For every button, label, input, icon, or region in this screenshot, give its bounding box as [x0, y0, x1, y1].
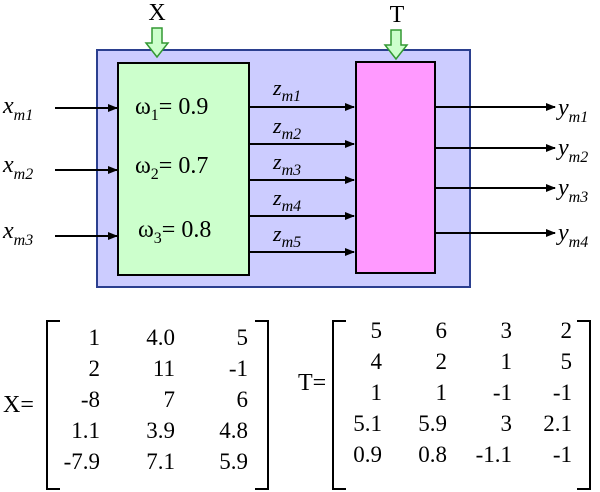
matrix-t-cell: 0.8 [418, 442, 447, 467]
intermediate-label-zm4: zm4 [272, 185, 301, 215]
matrix-t-cell: 5 [560, 349, 573, 374]
matrix-t-cell: 1 [500, 349, 513, 374]
matrix-t-cell: 4 [370, 349, 383, 374]
output-label-ym2: ym2 [556, 135, 588, 166]
matrix-x-cell: 1.1 [71, 418, 100, 443]
matrix-x-cell: 11 [152, 356, 175, 381]
input-label-xm1: xm1 [2, 93, 33, 124]
top-input-t-label: T [390, 2, 405, 28]
matrix-t-cell: 5.1 [353, 411, 382, 436]
matrix-x-cell: -8 [80, 387, 100, 412]
matrix-t-cell: 5.9 [418, 411, 447, 436]
matrix-t-cell: 3 [500, 411, 513, 436]
down-arrow-t-icon [383, 29, 409, 61]
weight-label-3: ω3= 0.8 [138, 217, 211, 247]
matrix-t-cell: 1 [435, 380, 448, 405]
matrix-x-cell: -7.9 [63, 449, 100, 474]
matrix-x-cell: 5.9 [219, 449, 248, 474]
network-diagram: X T xm1 xm2 xm3 ω1= 0.9 ω2= 0.7 ω3= 0.8 … [2, 0, 588, 288]
matrix-t-left-bracket [332, 320, 346, 490]
matrix-t-cell: 2 [560, 318, 573, 343]
matrix-x-grid: 1 4.0 5 2 11 -1 -8 7 6 1.1 3.9 4.8 -7.9 7.1 5.9 [58, 325, 248, 480]
output-label-ym4: ym4 [556, 220, 588, 251]
output-label-ym1: ym1 [556, 95, 588, 126]
input-label-xm3: xm3 [2, 218, 33, 249]
matrix-x-left-bracket [46, 320, 60, 490]
matrix-x-cell: 3.9 [146, 418, 175, 443]
matrix-t-cell: 3 [500, 318, 513, 343]
matrix-t-label: T= [298, 370, 327, 396]
input-label-xm2: xm2 [2, 152, 33, 183]
matrix-t-cell: 2.1 [543, 411, 572, 436]
matrix-t-cell: -1 [492, 380, 512, 405]
matrix-x-label: X= [3, 392, 34, 418]
matrix-x-cell: 7.1 [146, 449, 175, 474]
matrix-x-cell: 1 [88, 325, 101, 350]
matrix-t-cell: -1 [552, 380, 572, 405]
matrix-x-cell: -1 [228, 356, 248, 381]
weight-box [117, 62, 250, 276]
weight-label-1: ω1= 0.9 [135, 94, 208, 124]
intermediate-label-zm5: zm5 [272, 221, 301, 251]
intermediate-label-zm2: zm2 [272, 113, 301, 143]
matrix-x-cell: 4.8 [219, 418, 248, 443]
matrix-x-cell: 5 [236, 325, 249, 350]
weight-label-2: ω2= 0.7 [135, 153, 208, 183]
transform-box [355, 61, 436, 274]
matrix-t-right-bracket [577, 320, 591, 490]
intermediate-label-zm1: zm1 [272, 75, 301, 105]
matrix-x-right-bracket [255, 320, 269, 490]
matrix-t-cell: -1 [552, 442, 572, 467]
matrix-x-cell: 2 [88, 356, 101, 381]
matrix-t-cell: 6 [435, 318, 448, 343]
top-input-x-label: X [148, 0, 165, 26]
matrix-x-cell: 7 [163, 387, 176, 412]
matrix-t-cell: 1 [370, 380, 383, 405]
matrix-t-cell: 0.9 [353, 442, 382, 467]
down-arrow-x-icon [144, 27, 170, 59]
matrix-x-cell: 4.0 [146, 325, 175, 350]
matrix-t-cell: 2 [435, 349, 448, 374]
matrix-t-grid: 5 6 3 2 4 2 1 5 1 1 -1 -1 5.1 5.9 3 2.1 0.9 0.8 -1.1 -1 [342, 318, 578, 473]
matrix-t-cell: -1.1 [475, 442, 512, 467]
intermediate-label-zm3: zm3 [272, 149, 301, 179]
matrix-t-cell: 5 [370, 318, 383, 343]
output-label-ym3: ym3 [556, 175, 588, 206]
matrix-x-cell: 6 [236, 387, 249, 412]
